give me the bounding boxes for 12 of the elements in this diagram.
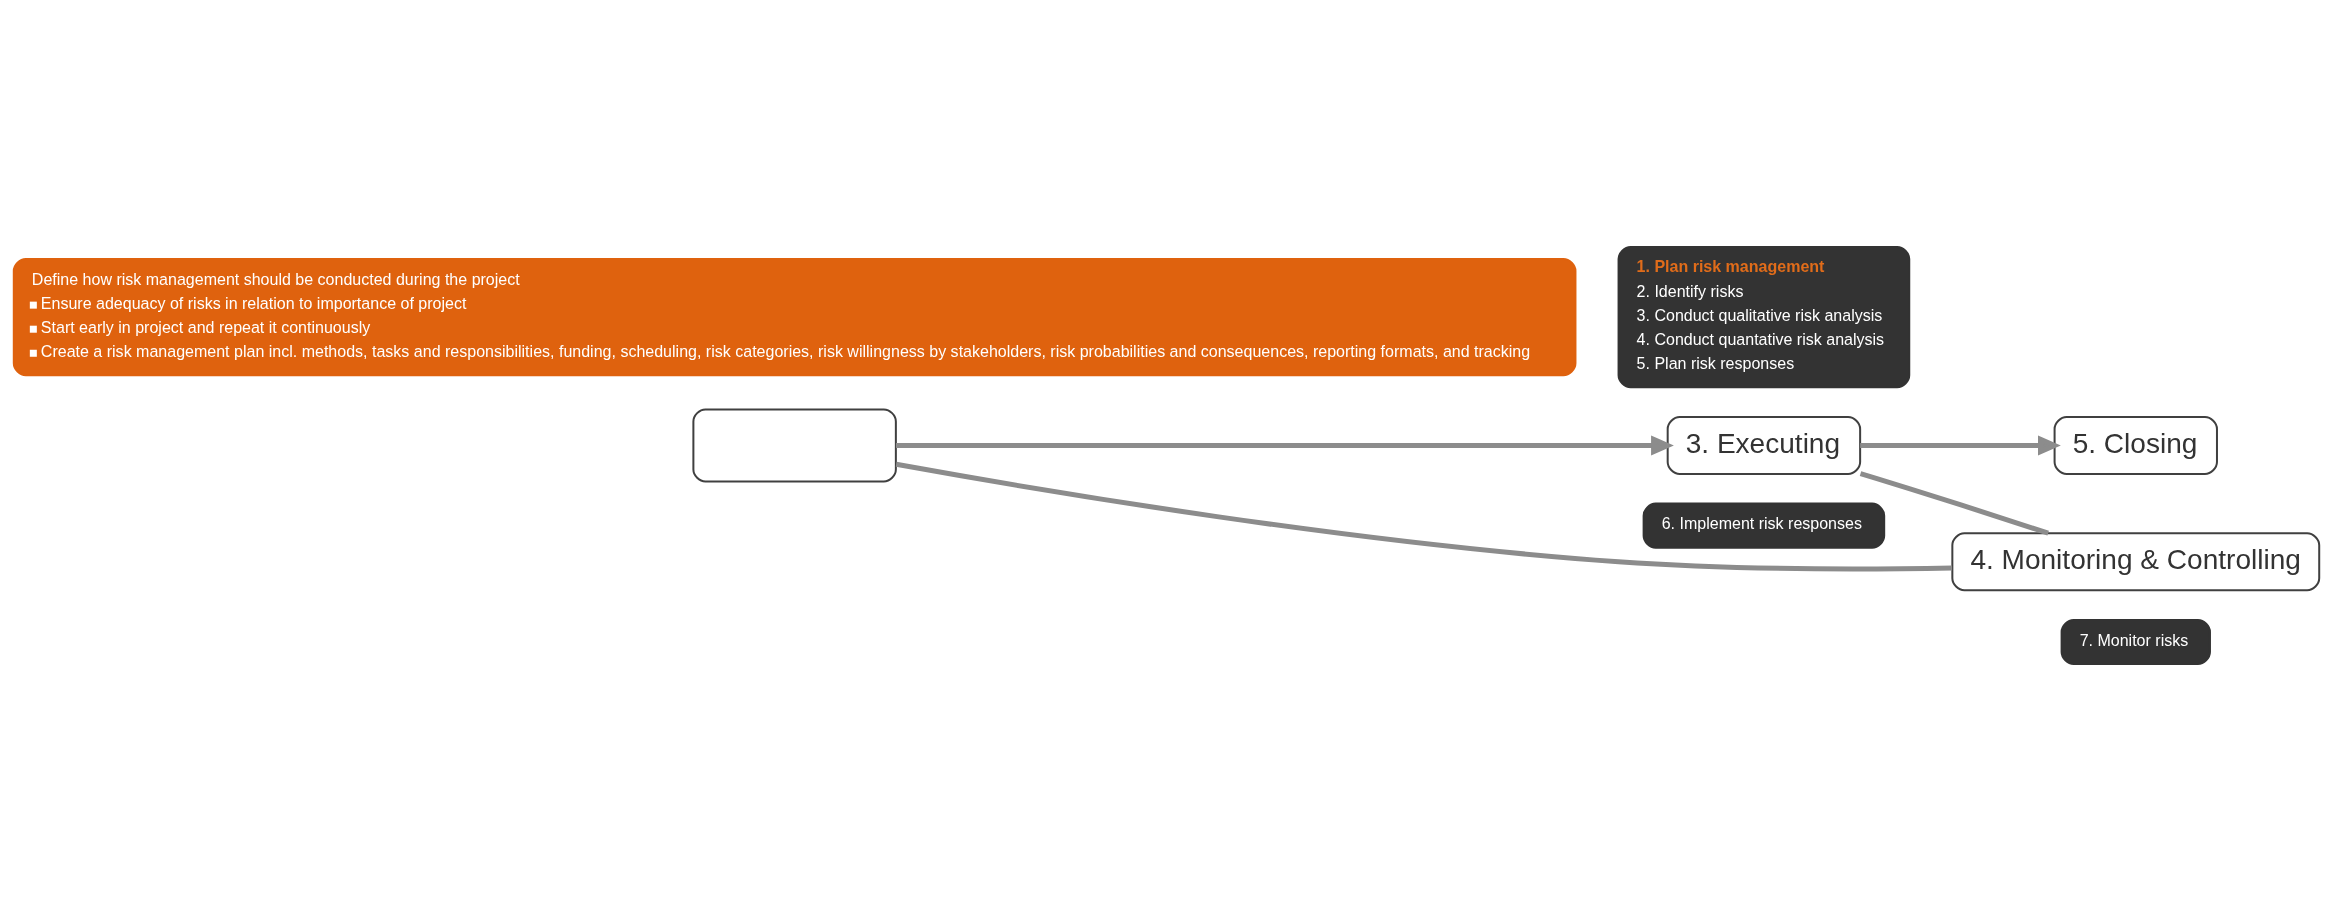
connector — [1859, 470, 2049, 535]
node-box: Define how risk management should be conducted during the project Ensure adequacy of risks in relation to importance of project Start early in project and repeat it continuously Create a risk management plan incl. methods, tasks and responsibilities, funding, scheduling, risk categories, risk willingness by stakeholders, risk probabilities and consequences, reporting formats, and tracking — [12, 257, 1577, 376]
node-box: 4. Monitoring & Controlling — [1951, 531, 2321, 591]
node-box: 1. Plan risk management 2. Identify risks 3. Conduct qualitative risk analysis 4. Conduct quantative risk analysis 5. Plan risk responses — [1617, 245, 1911, 388]
connector — [895, 461, 1953, 571]
node-box: 5. Closing — [2053, 415, 2218, 475]
node-box: 6. Implement risk responses — [1642, 502, 1886, 549]
arrow — [895, 435, 1674, 455]
arrow — [1860, 435, 2061, 455]
node-box: 3. Executing — [1666, 415, 1862, 475]
node-box — [692, 407, 897, 483]
node-box: 7. Monitor risks — [2060, 618, 2211, 665]
